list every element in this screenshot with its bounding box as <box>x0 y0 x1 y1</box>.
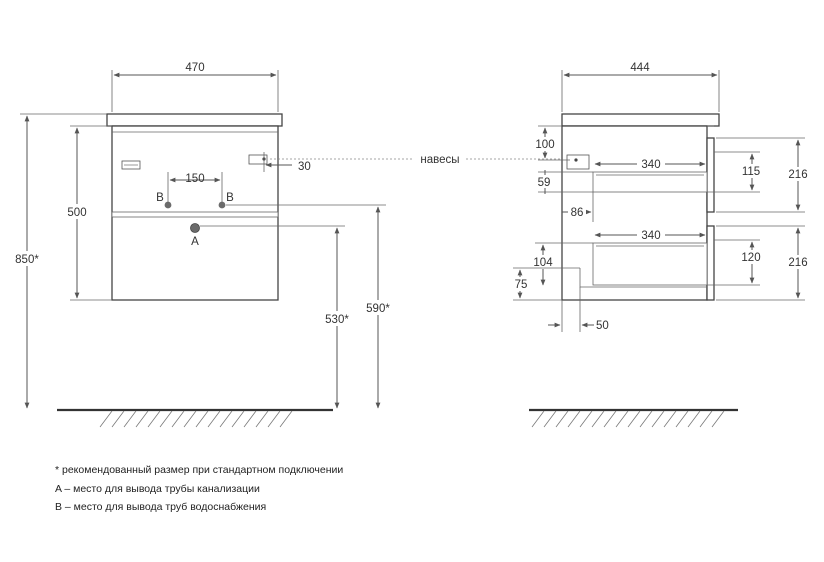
side-hinge <box>566 154 590 170</box>
drawer2-depth-label: 340 <box>641 230 660 242</box>
hinge-top-label: 100 <box>535 139 554 151</box>
pipe-spacing-label: 150 <box>185 173 204 185</box>
note-recommended: * рекомендованный размер при стандартном… <box>55 464 344 476</box>
notes: * рекомендованный размер при стандартном… <box>55 461 343 517</box>
drawer2-height-label: 216 <box>788 257 807 269</box>
supply-pipe-left <box>164 201 172 209</box>
drain-pipe <box>190 223 200 233</box>
front-view: 470 500 850* 150 B B A 30 530* <box>8 62 398 428</box>
dim-86-label: 86 <box>571 207 584 219</box>
side-drawer-front-lower <box>706 225 715 301</box>
drawer2-inner-label: 120 <box>741 252 760 264</box>
supply-left-label: B <box>156 192 164 204</box>
note-supply: B – место для вывода труб водоснабжения <box>55 501 267 513</box>
total-height-label: 850* <box>15 254 39 266</box>
side-view: 444 100 340 59 86 340 104 <box>511 62 812 428</box>
front-height-label: 500 <box>67 207 86 219</box>
supply-right-label: B <box>226 192 234 204</box>
side-drawer-box-lower <box>592 242 708 286</box>
front-drawer-gap <box>111 211 279 218</box>
side-floor-hatch <box>531 410 725 428</box>
drawer1-inner-label: 115 <box>742 166 760 178</box>
side-countertop <box>561 113 720 127</box>
dim-104-label: 104 <box>533 257 553 269</box>
drain-height-label: 530* <box>325 314 349 326</box>
dim-50-label: 50 <box>596 320 609 332</box>
supply-pipe-right <box>218 201 226 209</box>
drawer1-height-label: 216 <box>788 169 807 181</box>
dim-75-label: 75 <box>515 279 528 291</box>
hinges-label: навесы <box>420 154 459 166</box>
front-floor-hatch <box>99 410 293 428</box>
dim-59-label: 59 <box>538 177 551 189</box>
note-drain: A – место для вывода трубы канализации <box>55 482 260 495</box>
side-depth-label: 444 <box>630 62 650 74</box>
hinge-offset-label: 30 <box>298 161 311 173</box>
drain-label: A <box>191 236 199 248</box>
drawer1-depth-label: 340 <box>641 159 660 171</box>
side-drawer-box-upper <box>592 171 708 193</box>
side-drawer-front-upper <box>706 137 715 213</box>
front-hinge-left <box>121 160 141 170</box>
supply-height-label: 590* <box>366 303 390 315</box>
front-countertop <box>106 113 283 127</box>
front-width-label: 470 <box>185 62 204 74</box>
